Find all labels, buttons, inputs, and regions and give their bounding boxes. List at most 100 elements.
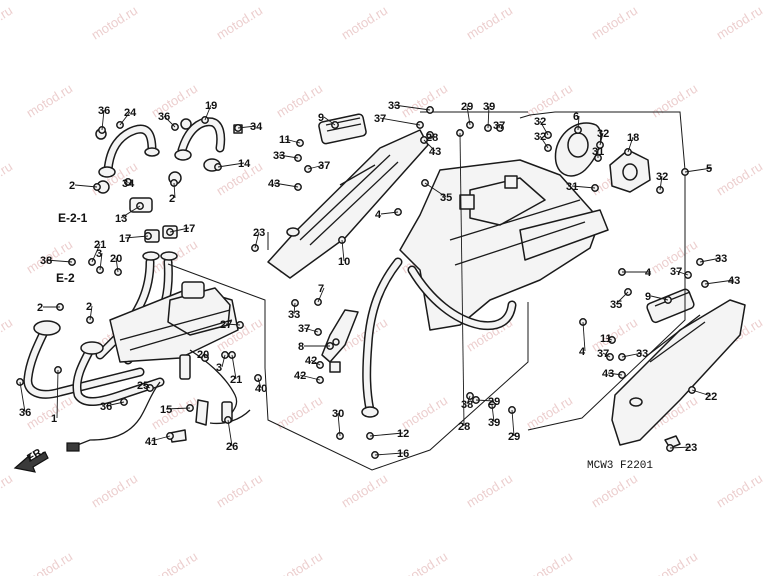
callout-number: 2 [37,302,43,314]
callout-number: 38 [40,255,52,267]
watermark-text: motod.ru [274,549,325,576]
callout-number: 33 [288,309,300,321]
leader-line [317,287,325,303]
leader-line [99,252,103,271]
callout-number: 4 [375,209,382,221]
watermark-text: motod.ru [649,81,700,121]
callout-number: 9 [645,291,651,303]
leader-line [293,302,296,315]
leader-line [310,359,321,366]
callout-number: 33 [636,348,648,360]
leader-line [491,404,495,423]
leader-line [605,337,613,341]
leader-line [602,352,611,358]
leader-line [115,257,119,273]
leader-line [105,401,125,407]
leader-line [379,117,421,126]
watermark-text: motod.ru [0,471,15,511]
watermark-text: motod.ru [464,3,515,43]
callout-number: 4 [579,346,586,358]
leader-line [466,105,471,126]
leader-line [498,124,501,129]
group-outlines [167,111,686,471]
leader-line [303,327,319,333]
leader-line [487,105,490,129]
leader-line [150,435,171,442]
leader-line [225,323,241,326]
leader-line [231,354,237,380]
watermark-text: motod.ru [714,471,765,511]
watermark-text: motod.ru [214,3,265,43]
watermark-text: motod.ru [24,81,75,121]
callout-number: 19 [205,100,217,112]
watermark-text: motod.ru [0,3,15,43]
leader-line [227,419,233,447]
leader-line [511,409,515,437]
watermark-text: motod.ru [589,471,640,511]
hose-parts [95,117,243,243]
callout-number: 34 [250,121,263,133]
watermark-text: motod.ru [0,159,15,199]
callout-number: 20 [110,253,122,265]
watermark-text: motod.ru [0,315,15,355]
callout-number: 28 [458,421,470,433]
leader-line [204,104,212,121]
leader-line [217,162,245,168]
callout-number: 22 [705,391,717,403]
leader-line [307,164,325,170]
direction-arrow [13,451,49,473]
callout-number: 23 [685,442,697,454]
callout-number: 31 [566,181,578,193]
callout-number: 31 [592,146,604,158]
leader-line [120,205,141,219]
watermark-text: motod.ru [399,549,450,576]
leader-line [273,182,299,188]
callout-number: 24 [124,107,137,119]
leader-line [299,374,321,381]
callout-number: 36 [98,105,110,117]
leader-line [202,353,206,359]
leader-line [539,120,549,136]
leader-line [607,372,623,376]
diagram-code: MCW3 F2201 [587,460,653,472]
leader-line [165,407,191,410]
watermark-text: motod.ru [149,81,200,121]
callout-number: 29 [488,396,500,408]
callout-number: 1 [51,413,57,425]
leader-line [237,125,257,129]
leader-line [119,111,131,126]
watermark-text: motod.ru [649,549,700,576]
leader-line [337,412,341,437]
callout-number: 38 [461,399,473,411]
callout-number: 32 [656,171,668,183]
leader-line [621,352,643,358]
leader-line [659,175,663,191]
callout-number: 7 [318,283,324,295]
leader-line [142,384,151,389]
watermark-text: motod.ru [214,471,265,511]
watermark-text: motod.ru [149,549,200,576]
leader-line [284,138,301,144]
callout-number: 37 [298,323,310,335]
callout-number: 3 [96,248,102,260]
callout-number: 37 [374,113,386,125]
leader-line [254,231,260,249]
watermark-text: motod.ru [589,3,640,43]
callout-number: 35 [610,299,622,311]
callout-number: 43 [268,178,280,190]
leader-line [669,446,692,449]
callout-number: 14 [238,158,251,170]
callout-number: 32 [534,131,546,143]
callout-number: 10 [338,256,350,268]
callout-number: 26 [226,441,238,453]
callout-number: 5 [706,163,712,175]
callout-number: 13 [115,213,127,225]
watermark-text: motod.ru [339,471,390,511]
ref-e-2: E-2 [56,271,75,285]
leader-line [423,139,436,152]
leader-line [571,185,596,189]
callout-number: 18 [627,132,639,144]
leader-line [675,270,689,276]
